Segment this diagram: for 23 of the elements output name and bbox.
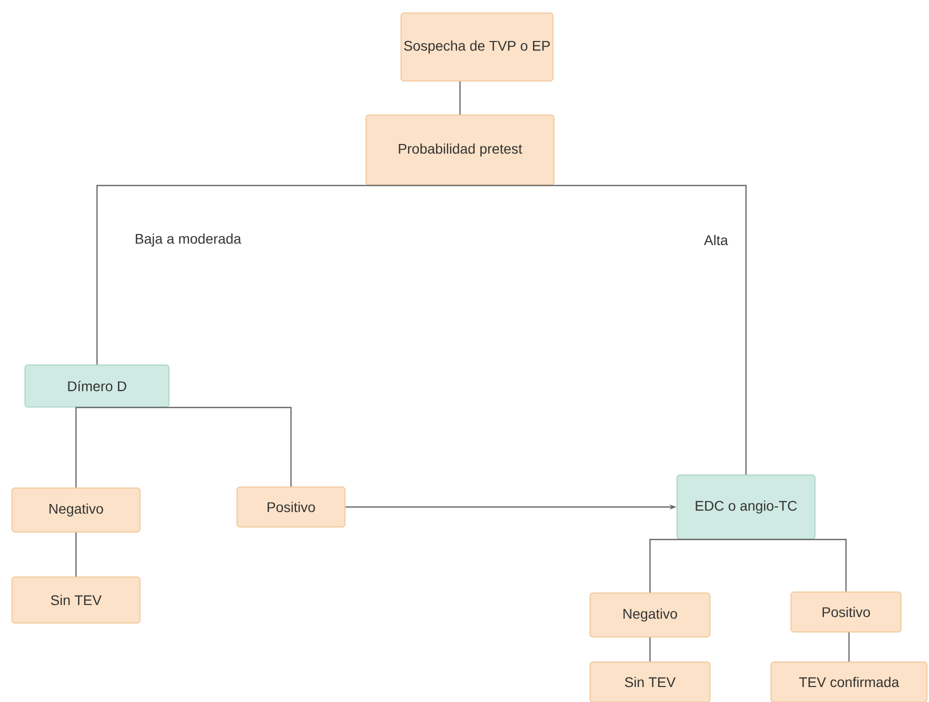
connector	[848, 632, 850, 662]
process-box: Positivo	[236, 486, 346, 528]
process-box: Probabilidad pretest	[366, 114, 554, 186]
test-box: EDC o angio-TC	[676, 474, 816, 540]
process-box: Negativo	[590, 592, 710, 638]
connector	[75, 532, 77, 576]
connector	[649, 638, 651, 662]
connector	[75, 406, 97, 488]
process-box: Sin TEV	[12, 576, 140, 624]
connector	[459, 82, 461, 114]
process-box: TEV confirmada	[770, 662, 928, 702]
connector	[96, 184, 460, 364]
connector	[460, 184, 747, 474]
process-box: Sin TEV	[590, 662, 710, 702]
test-box: Dímero D	[24, 364, 170, 408]
process-box: Positivo	[790, 592, 902, 632]
process-box: Sospecha de TVP o EP	[400, 12, 554, 82]
process-box: Negativo	[12, 488, 140, 532]
connector	[746, 538, 847, 592]
edge-label: Baja a moderada	[134, 232, 242, 248]
edge-label: Alta	[702, 234, 730, 246]
connector	[649, 538, 746, 592]
connector	[97, 406, 292, 486]
